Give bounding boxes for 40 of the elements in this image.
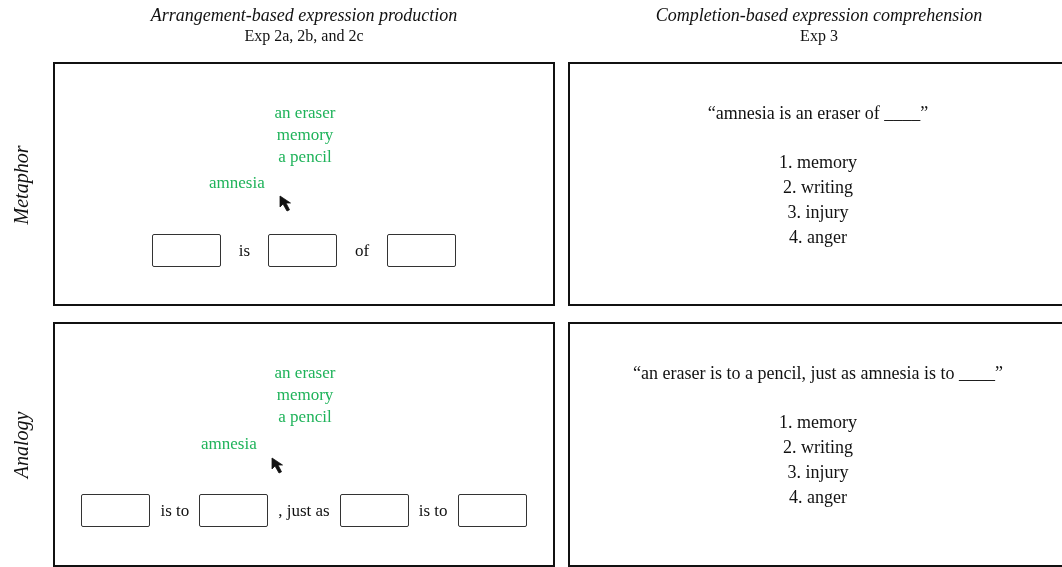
task-panel [568,322,1062,567]
answer-option: 2. writing [783,175,853,200]
row-label: Analogy [9,411,33,479]
connector-word: , just as [278,500,330,521]
answer-box [81,494,151,527]
answer-option: 4. anger [789,485,847,510]
answer-option: 3. injury [787,200,849,225]
question-sentence: “amnesia is an eraser of ____” [707,102,929,124]
answer-box [387,234,457,267]
column-heading: Completion-based expression comprehension [654,4,984,26]
answer-box [268,234,338,267]
word-option: an eraser [274,102,336,124]
answer-option: 3. injury [787,460,849,485]
answer-option: 4. anger [789,225,847,250]
answer-option: 1. memory [779,410,857,435]
word-option: memory [276,124,334,146]
answer-box [457,494,527,527]
word-option: amnesia [209,172,265,194]
connector-word: of [354,240,371,261]
word-option: a pencil [278,406,332,428]
word-option: a pencil [278,146,332,168]
column-heading: Arrangement-based expression production [149,4,459,26]
answer-box [151,234,221,267]
column-subheading: Exp 2a, 2b, and 2c [243,26,365,46]
word-option: an eraser [274,362,336,384]
row-label: Metaphor [9,145,33,225]
question-sentence: “an eraser is to a pencil, just as amnesia is to ____” [633,362,1003,384]
task-panel [53,62,555,306]
word-option: amnesia [201,433,257,455]
connector-word: is to [160,500,190,521]
answer-box [339,494,409,527]
task-panel [568,62,1062,306]
task-panel [53,322,555,567]
column-subheading: Exp 3 [799,26,839,46]
answer-option: 2. writing [783,435,853,460]
connector-word: is [237,240,252,261]
connector-word: is to [418,500,448,521]
answer-option: 1. memory [779,150,857,175]
answer-box [199,494,269,527]
word-option: memory [276,384,334,406]
